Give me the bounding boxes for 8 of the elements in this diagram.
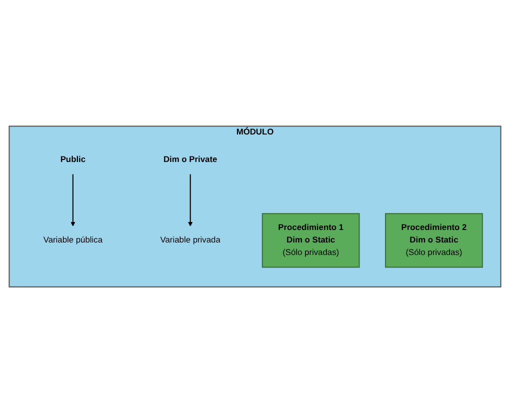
arrow bbox=[70, 174, 76, 227]
node-text: Variable pública bbox=[43, 236, 103, 246]
node-text: Public bbox=[60, 156, 86, 165]
arrow bbox=[188, 174, 193, 227]
node-text: Dim o Private bbox=[163, 156, 218, 165]
node-box: Procedimiento 1 Dim o Static (Sólo privadas) bbox=[262, 214, 360, 268]
node-text: Variable privada bbox=[160, 236, 220, 246]
node-box: Procedimiento 2 Dim o Static (Sólo privadas) bbox=[385, 214, 483, 268]
